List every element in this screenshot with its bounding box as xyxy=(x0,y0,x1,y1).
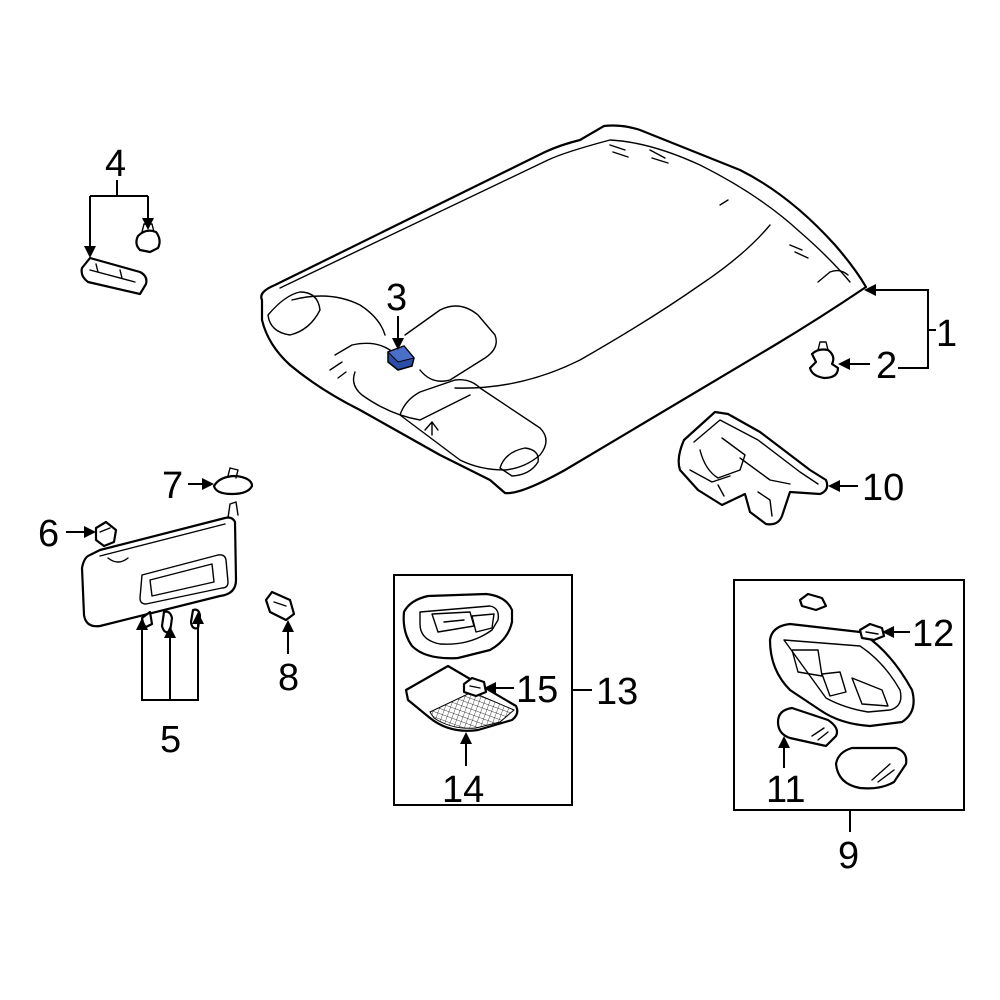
callout-14: 14 xyxy=(442,769,484,811)
sun-visor[interactable] xyxy=(80,501,239,628)
highlighted-clip-part-3[interactable] xyxy=(387,345,415,371)
callout-numbers: 1 2 3 4 5 6 7 8 9 10 11 12 13 14 15 xyxy=(38,143,957,877)
console-bracket-part-10[interactable] xyxy=(677,410,829,526)
lens-part-9b[interactable] xyxy=(834,746,908,790)
lamp-lens-part-14[interactable] xyxy=(404,664,519,732)
callout-15: 15 xyxy=(516,669,558,711)
callout-12: 12 xyxy=(912,613,954,655)
console-bulb-part-9[interactable] xyxy=(798,592,828,612)
visor-cap-part-7[interactable] xyxy=(212,467,254,496)
overhead-console-part-9[interactable] xyxy=(768,622,915,728)
bulb-part-12[interactable] xyxy=(858,622,886,642)
dome-lamp-housing[interactable] xyxy=(402,592,514,660)
callout-5: 5 xyxy=(160,719,181,761)
callout-1: 1 xyxy=(936,313,957,355)
handle-clip-part-4[interactable] xyxy=(135,223,161,254)
visor-bracket-part-6[interactable] xyxy=(94,520,118,548)
callout-7: 7 xyxy=(162,465,183,507)
callout-10: 10 xyxy=(862,467,904,509)
callout-4: 4 xyxy=(105,143,126,185)
callout-13: 13 xyxy=(596,671,638,713)
visor-holder-part-8[interactable] xyxy=(264,590,296,622)
retainer-clip-part-2[interactable] xyxy=(808,341,840,380)
callout-6: 6 xyxy=(38,513,59,555)
bulb-part-15[interactable] xyxy=(462,676,488,698)
callout-2: 2 xyxy=(876,345,897,387)
assist-handle-part-4[interactable] xyxy=(80,256,148,296)
lens-part-11[interactable] xyxy=(776,706,839,748)
headliner-panel[interactable] xyxy=(260,124,868,495)
callout-9: 9 xyxy=(838,835,859,877)
callout-3: 3 xyxy=(386,277,407,319)
callout-8: 8 xyxy=(278,657,299,699)
callout-11: 11 xyxy=(766,769,805,811)
leader-lines xyxy=(66,180,936,832)
